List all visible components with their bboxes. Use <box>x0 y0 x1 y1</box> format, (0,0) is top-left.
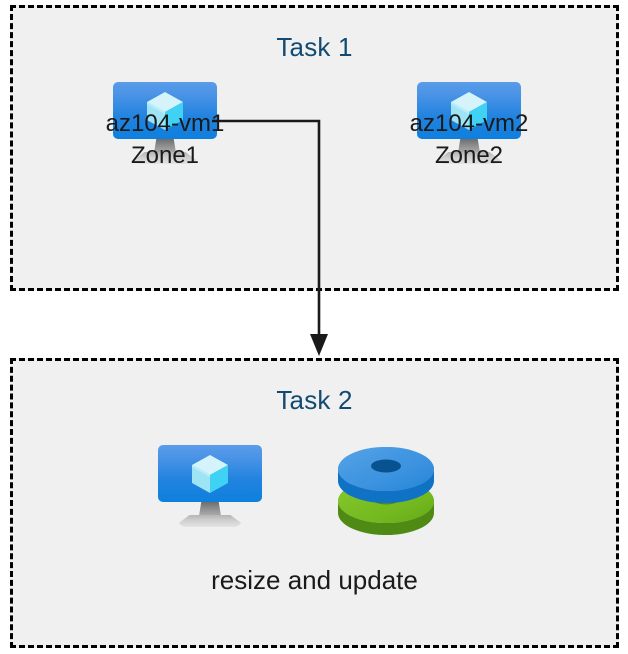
monitor-screen <box>417 82 521 139</box>
cube-icon <box>451 91 487 130</box>
monitor-base <box>178 515 242 527</box>
vm-icon-az104-vm1 <box>113 82 217 164</box>
down-arrow-icon <box>310 334 328 356</box>
monitor-screen <box>113 82 217 139</box>
cube-icon <box>192 454 228 493</box>
monitor-screen <box>158 445 262 502</box>
monitor-neck <box>457 139 481 156</box>
task-2-caption: resize and update <box>211 565 418 595</box>
vm-label-az104-vm1: az104-vm1 Zone1 <box>105 110 225 169</box>
vm-icon-task2 <box>158 445 262 527</box>
vm-icon-az104-vm2 <box>417 82 521 164</box>
task-2-container: Task 2 <box>10 358 619 648</box>
task-1-title: Task 1 <box>276 32 353 62</box>
cube-icon <box>147 91 183 130</box>
disk-blue <box>338 447 434 503</box>
task-1-container: Task 1 az104-vm1 Zone1 <box>10 5 619 291</box>
monitor-base <box>437 152 501 164</box>
task-2-title: Task 2 <box>276 385 353 415</box>
monitor-neck <box>198 502 222 519</box>
vm-label-az104-vm2: az104-vm2 Zone2 <box>409 110 529 169</box>
monitor-neck <box>153 139 177 156</box>
disks-icon <box>338 447 434 535</box>
monitor-base <box>133 152 197 164</box>
